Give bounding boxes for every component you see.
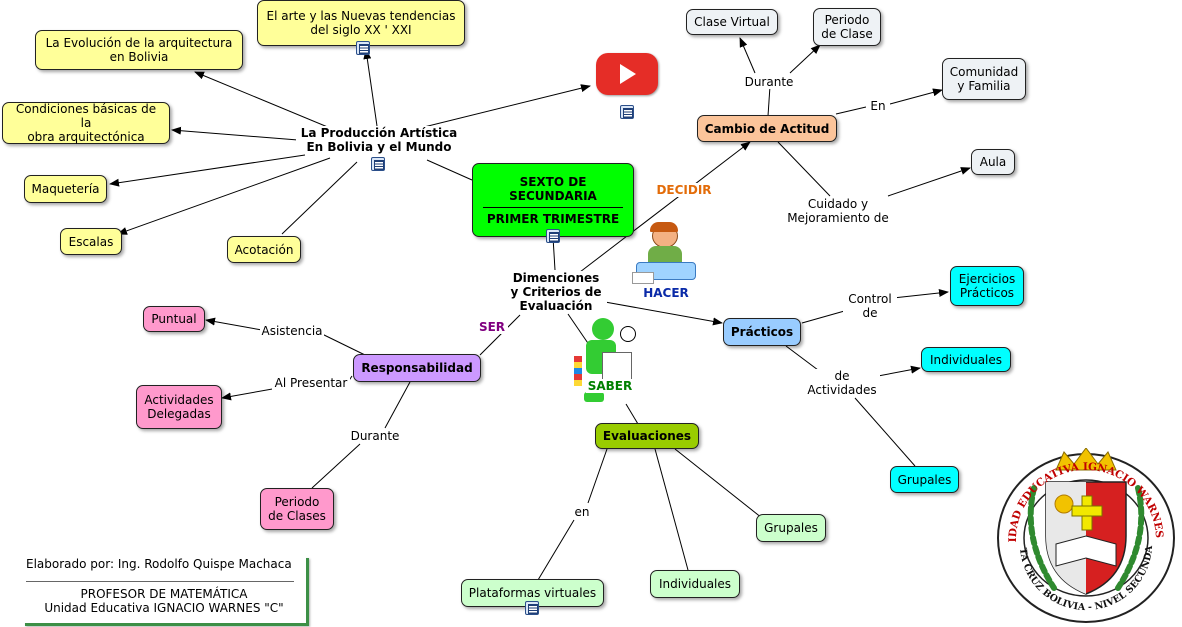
school-line: Unidad Educativa IGNACIO WARNES "C" <box>44 601 284 615</box>
acotacion-node[interactable]: Acotación <box>227 236 301 263</box>
eval-individuales-node[interactable]: Individuales <box>650 570 740 598</box>
arte-node[interactable]: El arte y las Nuevas tendencias del sigl… <box>257 0 465 46</box>
ejercicios-node[interactable]: Ejercicios Prácticos <box>950 266 1024 306</box>
actividades-node[interactable]: Actividades Delegadas <box>136 385 222 429</box>
cambio-durante-label: Durante <box>740 75 798 89</box>
central-title: SEXTO DE SECUNDARIA <box>509 174 597 203</box>
decidir-label: DECIDIR <box>650 183 718 197</box>
central-node[interactable]: SEXTO DE SECUNDARIA PRIMER TRIMESTRE <box>472 163 634 237</box>
cambio-en-label: En <box>866 99 890 113</box>
document-icon[interactable] <box>371 157 385 171</box>
author-line: Elaborado por: Ing. Rodolfo Quispe Macha… <box>26 557 292 571</box>
practicos-node[interactable]: Prácticos <box>723 318 801 346</box>
evaluaciones-node[interactable]: Evaluaciones <box>595 423 699 449</box>
footer-divider <box>26 581 294 582</box>
puntual-node[interactable]: Puntual <box>143 306 205 332</box>
document-icon[interactable] <box>356 41 370 55</box>
cuidado-label: Cuidado y Mejoramiento de <box>780 197 896 225</box>
document-icon[interactable] <box>525 601 539 615</box>
eval-grupales-node[interactable]: Grupales <box>756 514 826 542</box>
escalas-node[interactable]: Escalas <box>60 228 122 255</box>
evolucion-node[interactable]: La Evolución de la arquitectura en Boliv… <box>35 30 243 70</box>
aula-node[interactable]: Aula <box>971 149 1015 175</box>
school-seal-logo: UNIDAD EDUCATIVA IGNACIO WARNES "C" SANT… <box>994 448 1175 623</box>
produccion-label[interactable]: La Producción Artística En Bolivia y el … <box>296 126 462 154</box>
youtube-play-icon[interactable] <box>596 53 658 95</box>
al-presentar-label: Al Presentar <box>272 376 350 390</box>
role-line: PROFESOR DE MATEMÁTICA <box>80 587 248 601</box>
practicos-grupales-node[interactable]: Grupales <box>890 466 959 493</box>
hacer-figure-icon <box>632 222 700 286</box>
practicos-individuales-node[interactable]: Individuales <box>921 347 1011 372</box>
saber-figure-icon <box>572 316 642 406</box>
comunidad-node[interactable]: Comunidad y Familia <box>942 58 1026 100</box>
author-footer: Elaborado por: Ing. Rodolfo Quispe Macha… <box>22 555 306 623</box>
periodo-clases-node[interactable]: Periodo de Clases <box>260 488 334 530</box>
eval-en-label: en <box>572 505 592 519</box>
document-icon[interactable] <box>620 105 634 119</box>
ser-label: SER <box>476 320 508 334</box>
resp-durante-label: Durante <box>346 429 404 443</box>
asistencia-label: Asistencia <box>260 324 324 338</box>
central-subtitle: PRIMER TRIMESTRE <box>486 211 620 226</box>
condiciones-node[interactable]: Condiciones básicas de la obra arquitect… <box>2 102 170 144</box>
saber-label: SABER <box>586 379 634 393</box>
control-label: Control de <box>843 292 897 320</box>
document-icon[interactable] <box>546 229 560 243</box>
responsabilidad-node[interactable]: Responsabilidad <box>353 354 481 382</box>
dimensiones-label[interactable]: Dimenciones y Criterios de Evaluación <box>505 271 607 313</box>
de-actividades-label: de Actividades <box>804 369 880 397</box>
maqueteria-node[interactable]: Maquetería <box>24 175 107 203</box>
periodo-clase-node[interactable]: Periodo de Clase <box>813 8 881 46</box>
clase-virtual-node[interactable]: Clase Virtual <box>686 9 778 35</box>
hacer-label: HACER <box>640 286 692 300</box>
central-divider <box>483 206 623 208</box>
cambio-node[interactable]: Cambio de Actitud <box>697 115 837 142</box>
